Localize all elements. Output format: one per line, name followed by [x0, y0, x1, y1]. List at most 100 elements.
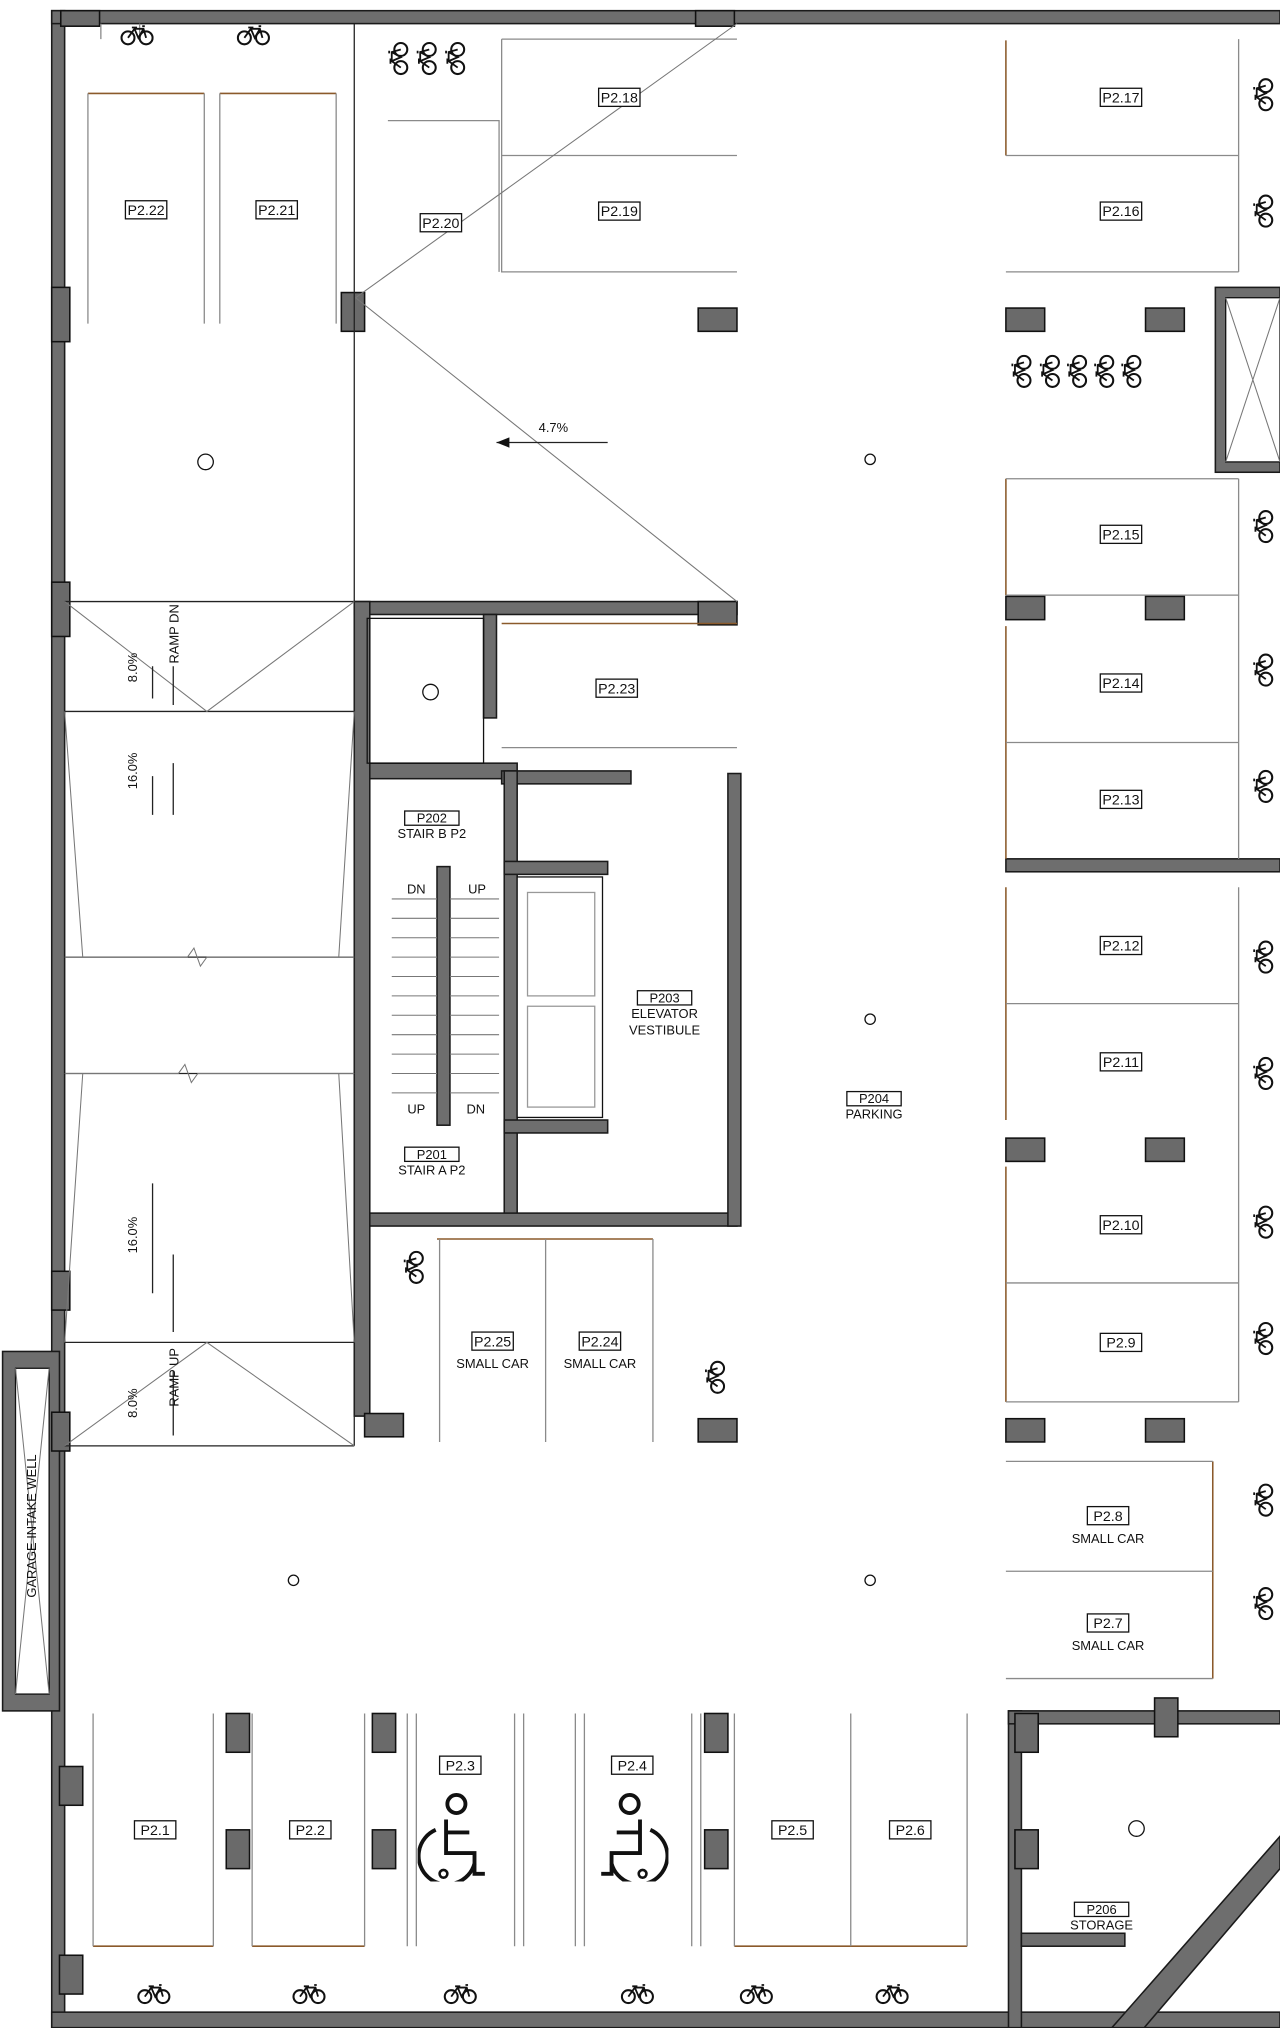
bicycle-icon: [1253, 769, 1274, 803]
stair-core-wall: [436, 865, 451, 1126]
space-note: SMALL CAR: [1072, 1531, 1145, 1546]
space-number: P2.2: [296, 1823, 325, 1839]
space-tag-box: [1086, 1505, 1130, 1526]
space-note: SMALL CAR: [456, 1356, 529, 1371]
bicycle-icon: [403, 1250, 424, 1284]
parking-space: P2.22: [124, 200, 168, 220]
bicycle-icon: [292, 1983, 326, 2005]
space-number: P2.4: [618, 1758, 647, 1774]
room-name: STORAGE: [1070, 1917, 1133, 1932]
bicycle-icon: [704, 1360, 726, 1394]
columns: [50, 9, 1186, 1995]
space-tag-box: [471, 1331, 514, 1351]
bicycle-icon: [416, 41, 437, 76]
room-number: P202: [417, 811, 447, 826]
floor-drain-icon: [287, 1574, 300, 1587]
structural-column: [363, 1412, 405, 1438]
space-tag-box: [1086, 1613, 1130, 1633]
ramp-dn-label: RAMP DN: [166, 604, 181, 663]
room-name: VESTIBULE: [629, 1023, 700, 1038]
parking-space: P2.15: [1099, 524, 1143, 545]
bicycle-icon: [1253, 510, 1274, 544]
space-note: SMALL CAR: [564, 1356, 637, 1371]
space-tag-box: [597, 87, 641, 108]
space-tag-box: [438, 1755, 482, 1775]
parking-space: P2.20: [419, 213, 463, 233]
slope-label: 16.0%: [125, 752, 140, 789]
structural-column: [1005, 1137, 1046, 1163]
bicycle-icon: [1253, 1587, 1274, 1621]
bicycle-icon: [445, 41, 466, 76]
space-number: P2.10: [1102, 1218, 1139, 1234]
bicycle-icon: [1094, 354, 1115, 388]
space-number: P2.11: [1103, 1055, 1139, 1071]
room-number-box: [846, 1090, 902, 1107]
space-number: P2.7: [1093, 1616, 1122, 1632]
structural-column: [697, 600, 738, 626]
space-tag-box: [255, 200, 299, 220]
structural-column: [1005, 595, 1046, 621]
slope-label: 8.0%: [125, 1388, 140, 1418]
parking-space: P2.18: [597, 87, 641, 108]
parking-space: P2.16: [1099, 201, 1143, 221]
floor-drain-icon: [864, 1574, 876, 1587]
space-number: P2.20: [422, 216, 459, 232]
space-number: P2.17: [1102, 90, 1139, 106]
slope-label: 16.0%: [125, 1216, 140, 1253]
bicycle-icon: [1253, 653, 1274, 687]
structural-column: [225, 1829, 251, 1870]
space-number: P2.13: [1102, 793, 1139, 809]
intake-well-label: GARAGE INTAKE WELL: [24, 1454, 39, 1597]
space-tag-box: [288, 1820, 332, 1840]
space-number: P2.21: [258, 203, 295, 219]
space-number: P2.24: [581, 1334, 618, 1350]
room-name: STAIR B P2: [398, 826, 467, 841]
parking-space: P2.21: [255, 200, 299, 220]
stall-lines: [87, 23, 1240, 1947]
structural-column: [1014, 1829, 1039, 1870]
space-tag-box: [595, 678, 639, 698]
parking-space: P2.19: [597, 201, 641, 221]
parking-space: P2.23: [595, 678, 639, 698]
parking-space: P2.11: [1099, 1052, 1143, 1072]
parking-space: P2.1: [133, 1820, 177, 1840]
structural-column: [1153, 1697, 1179, 1738]
bicycle-icon: [1121, 354, 1142, 388]
bicycle-icon: [1253, 78, 1274, 112]
space-tag-box: [419, 213, 463, 233]
bicycle-icon: [1253, 940, 1274, 974]
parking-space: P2.2: [288, 1820, 332, 1840]
bicycle-icon: [739, 1983, 773, 2005]
structural-column: [697, 1417, 738, 1443]
bicycle-icon: [620, 1983, 654, 2005]
parking-space: P2.5: [771, 1820, 814, 1840]
floor-drain-icon: [422, 683, 439, 701]
space-tag-box: [1099, 524, 1143, 545]
bicycle-icon: [1253, 1205, 1274, 1239]
structural-column: [697, 307, 738, 333]
parking-space: P2.17: [1099, 87, 1143, 108]
room-number: P201: [417, 1147, 447, 1162]
structural-column: [58, 1765, 84, 1807]
floor-drain-icon: [197, 453, 214, 471]
space-number: P2.6: [896, 1823, 925, 1839]
structural-column: [1144, 307, 1186, 333]
space-number: P2.8: [1093, 1509, 1122, 1525]
ramp-up-label: RAMP UP: [166, 1348, 181, 1407]
parking-space: P2.12: [1099, 935, 1143, 956]
bicycle-icon: [443, 1983, 477, 2005]
space-number: P2.23: [598, 681, 635, 697]
walls: [1, 9, 1280, 2028]
stair-dn-label: DN: [407, 882, 426, 897]
structural-column: [58, 1954, 84, 1995]
stair-up-label: UP: [407, 1102, 425, 1117]
room-name: STAIR A P2: [398, 1162, 465, 1177]
bicycle-icon: [1039, 354, 1060, 388]
space-tag-box: [1099, 1332, 1143, 1353]
room-number: P203: [649, 990, 679, 1005]
